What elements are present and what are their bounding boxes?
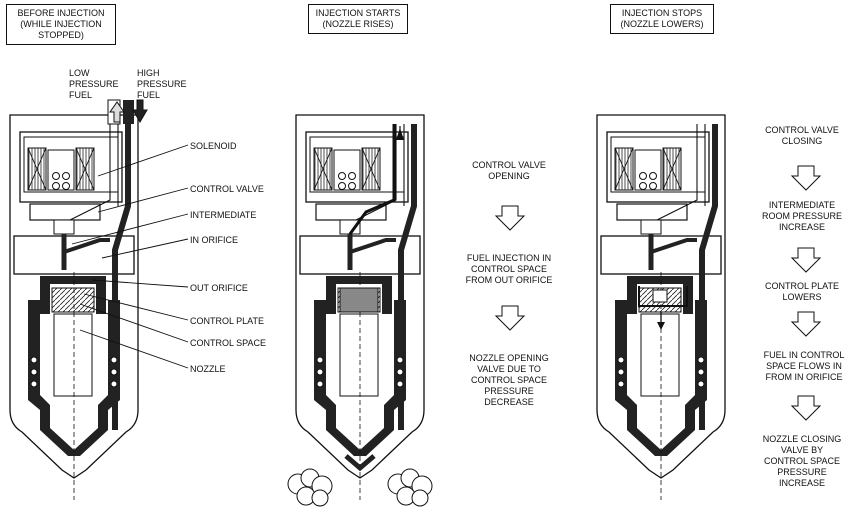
injector-before [10,99,138,500]
callout-leaders [71,144,189,369]
part-label-nozzle: NOZZLE [190,364,226,374]
stop-arrow-icon [791,395,821,421]
start-step-1: CONTROL VALVE OPENING [472,160,546,181]
stop-step-5: NOZZLE CLOSING VALVE BY CONTROL SPACE PR… [762,434,842,488]
stage-title-line: (WHILE INJECTION [20,19,102,29]
stop-step-3: CONTROL PLATE LOWERS [764,281,839,302]
stop-arrow-icon [791,311,821,337]
start-step-2: FUEL INJECTION IN CONTROL SPACE FROM OUT… [465,253,553,285]
stage-title-line: STOPPED) [38,30,84,40]
stage-title-line: INJECTION STOPS [621,8,703,18]
stage-title-line: INJECTION STARTS [315,8,401,18]
part-label-out-orifice: OUT ORIFICE [190,283,248,293]
low-pressure-fuel-label: LOW PRESSURE FUEL [69,68,119,100]
part-label-solenoid: SOLENOID [190,141,237,151]
part-label-intermediate: INTERMEDIATE [190,210,257,220]
high-pressure-arrow-icon [132,99,148,123]
low-pressure-arrow-icon [109,101,125,123]
injector-stops [597,115,725,500]
high-pressure-fuel-label: HIGH PRESSURE FUEL [137,68,187,100]
part-label-control-valve: CONTROL VALVE [190,184,264,194]
stage-title-line: (NOZZLE LOWERS) [620,19,704,29]
part-label-control-plate: CONTROL PLATE [190,316,265,326]
stage-title-before: BEFORE INJECTION (WHILE INJECTION STOPPE… [6,4,116,45]
stop-step-2: INTERMEDIATE ROOM PRESSURE INCREASE [761,200,842,232]
stage-title-stops: INJECTION STOPS (NOZZLE LOWERS) [610,4,714,34]
start-arrow-icon [495,205,525,231]
start-step-3: NOZZLE OPENING VALVE DUE TO CONTROL SPAC… [469,353,549,407]
stop-arrow-icon [791,247,821,273]
start-arrow-icon [495,305,525,331]
stage-title-line: (NOZZLE RISES) [322,19,394,29]
part-label-in-orifice: IN ORIFICE [190,235,239,245]
part-label-control-space: CONTROL SPACE [190,338,267,348]
stop-step-1: CONTROL VALVE CLOSING [765,125,839,146]
fuel-spray-right [387,468,433,507]
stop-step-4: FUEL IN CONTROL SPACE FLOWS IN FROM IN O… [763,350,845,382]
injector-starts [296,115,424,500]
stage-title-starts: INJECTION STARTS (NOZZLE RISES) [308,4,408,34]
stop-arrow-icon [791,165,821,191]
stage-title-line: BEFORE INJECTION [17,8,105,18]
fuel-spray-left [287,468,333,507]
